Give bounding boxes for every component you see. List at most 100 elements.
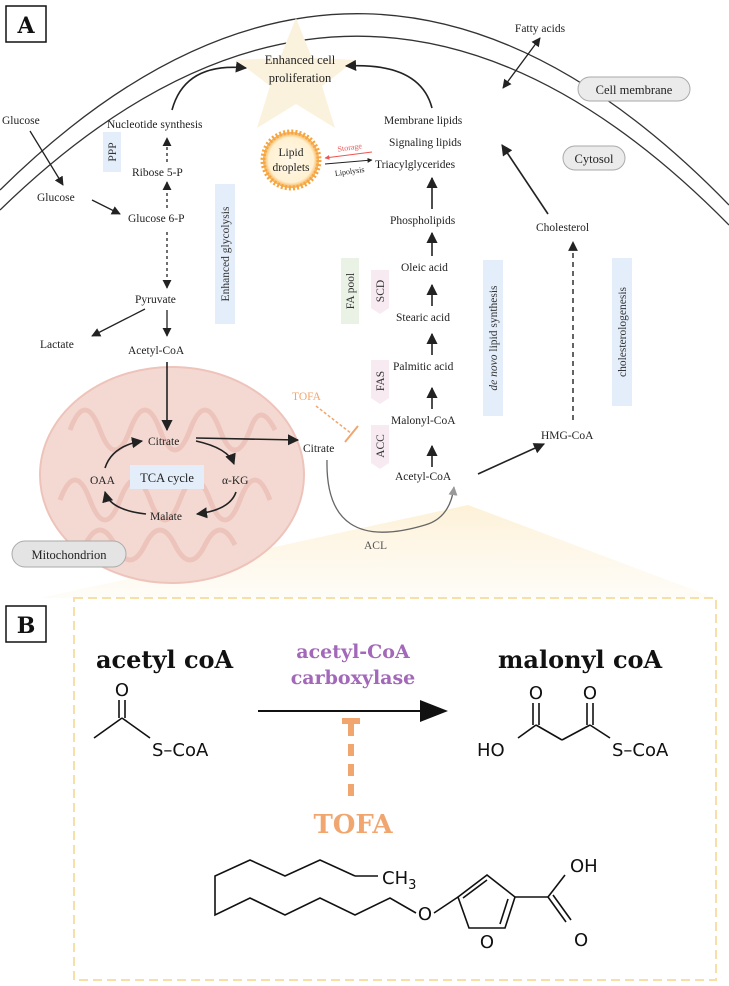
panel-a-label-box (5, 5, 47, 43)
lipolysis-label: Lipolysis (334, 165, 365, 178)
stearic-acid-label: Stearic acid (396, 312, 450, 324)
cholesterologenesis-label: cholesterologenesis (617, 286, 629, 377)
phospholipids-label: Phospholipids (390, 215, 456, 227)
tofa-ch3: CH3 (382, 868, 416, 893)
malate-to-oaa-arrow (102, 490, 147, 515)
lipids-to-proliferation-arrow (344, 59, 433, 109)
tofa-ether-oxygen: O (418, 904, 432, 925)
enhanced-glycolysis-label: Enhanced glycolysis (220, 206, 232, 301)
lactate-label: Lactate (40, 339, 74, 351)
tofa-inhibition-bar-a (344, 425, 359, 443)
cholesterologenesis-box (612, 258, 632, 406)
tofa-structure (214, 859, 572, 929)
citrate-to-akg-arrow (195, 440, 236, 466)
signaling-lipids-label: Signaling lipids (389, 137, 462, 149)
enzyme-line2: carboxylase (291, 667, 416, 689)
acetyl-oxygen: O (115, 680, 129, 701)
lipid-droplets-icon (260, 129, 322, 191)
tofa-label-a: TOFA (292, 391, 322, 403)
acetyl-coa-cyto-label: Acetyl-CoA (395, 471, 452, 483)
tofa-oh: OH (570, 856, 598, 877)
enzyme-line1: acetyl-CoA (296, 641, 410, 663)
pyruvate-label: Pyruvate (135, 294, 176, 306)
fatty-acids-arrow (502, 37, 541, 89)
storage-arrow (324, 151, 373, 160)
fa-pool-box (341, 258, 359, 324)
proliferation-line2: proliferation (269, 71, 332, 85)
enhanced-glycolysis-box (215, 184, 235, 324)
cytosol-pill (562, 145, 626, 171)
nucleotide-synthesis-label: Nucleotide synthesis (107, 119, 203, 131)
citrate-cyto-label: Citrate (303, 443, 334, 455)
malonyl-coa-structure (517, 703, 611, 741)
pyruvate-to-lactate-arrow (91, 308, 146, 337)
glucose-to-g6p-arrow (91, 199, 121, 215)
malonyl-oxygen-2: O (583, 683, 597, 704)
acetyl-coa-structure (93, 700, 151, 739)
malonyl-s-coa: S–CoA (612, 740, 669, 761)
mitochondrion-pill (11, 540, 127, 568)
ppp-box (103, 132, 121, 172)
cell-membrane-pill (577, 76, 691, 102)
triacylglycerides-label: Triacylglycerides (375, 159, 456, 171)
proliferation-line1: Enhanced cell (265, 53, 336, 67)
ribose5p-label: Ribose 5-P (132, 167, 183, 179)
cholesterol-label: Cholesterol (536, 222, 589, 234)
tofa-label-b: TOFA (313, 810, 393, 840)
storage-label: Storage (337, 141, 363, 153)
fas-box (371, 360, 389, 404)
scd-box (371, 270, 389, 314)
acc-box (371, 425, 389, 469)
nucleotide-to-proliferation-arrow (171, 61, 248, 111)
oaa-to-citrate-arrow (104, 437, 144, 469)
membrane-lipids-label: Membrane lipids (384, 115, 463, 127)
akg-label: α-KG (222, 475, 248, 487)
cholesterol-to-lipids-arrow (501, 144, 549, 215)
citrate-export-arrow (195, 434, 300, 446)
glucose6p-label: Glucose 6-P (128, 213, 185, 225)
oleic-acid-label: Oleic acid (401, 262, 448, 274)
cell-membrane-inner (0, 35, 729, 226)
malonyl-oxygen-1: O (529, 683, 543, 704)
fa-pool-label: FA pool (345, 273, 357, 310)
malate-label: Malate (150, 511, 182, 523)
acc-label: ACC (375, 434, 387, 458)
panel-b-letter: B (17, 613, 36, 639)
mitochondrion-label: Mitochondrion (32, 548, 108, 562)
acl-label: ACL (364, 540, 387, 552)
glucose-inside-label: Glucose (37, 192, 75, 204)
oaa-label: OAA (90, 475, 116, 487)
proliferation-star (236, 18, 356, 128)
tca-cycle-label: TCA cycle (140, 471, 194, 485)
palmitic-acid-label: Palmitic acid (393, 361, 454, 373)
tofa-carbonyl-oxygen: O (574, 930, 588, 951)
tca-cycle-box (130, 465, 204, 489)
hmg-coa-label: HMG-CoA (541, 430, 594, 442)
acetyl-coa-title: acetyl coA (96, 645, 234, 674)
ppp-label: PPP (107, 142, 119, 161)
panel-b-label-box (5, 605, 47, 643)
panel-a-letter: A (16, 13, 35, 39)
tofa-furan-oxygen: O (480, 932, 494, 953)
cell-membrane-label: Cell membrane (596, 83, 673, 97)
glucose-outside-label: Glucose (2, 115, 40, 127)
lipolysis-arrow (324, 157, 373, 165)
acetyl-s-coa: S–CoA (152, 740, 209, 761)
malonyl-ho: HO (477, 740, 505, 761)
de-novo-box (483, 260, 503, 416)
glucose-transport-arrow (29, 130, 64, 186)
malonyl-coa-label: Malonyl-CoA (391, 415, 456, 427)
acetylcoa-to-hmgcoa-arrow (477, 443, 546, 475)
fas-label: FAS (375, 371, 387, 391)
citrate-mito-label: Citrate (148, 436, 179, 448)
fatty-acids-label: Fatty acids (515, 23, 566, 35)
tofa-inhibition-line-a (315, 405, 353, 435)
lipid-droplets-line2: droplets (272, 162, 310, 174)
akg-to-malate-arrow (195, 491, 237, 519)
cytosol-label: Cytosol (575, 152, 614, 166)
lipid-droplets-line1: Lipid (279, 147, 304, 159)
scd-label: SCD (375, 280, 387, 302)
panel-b-frame (73, 597, 717, 981)
acl-reaction-arrow (326, 459, 458, 533)
